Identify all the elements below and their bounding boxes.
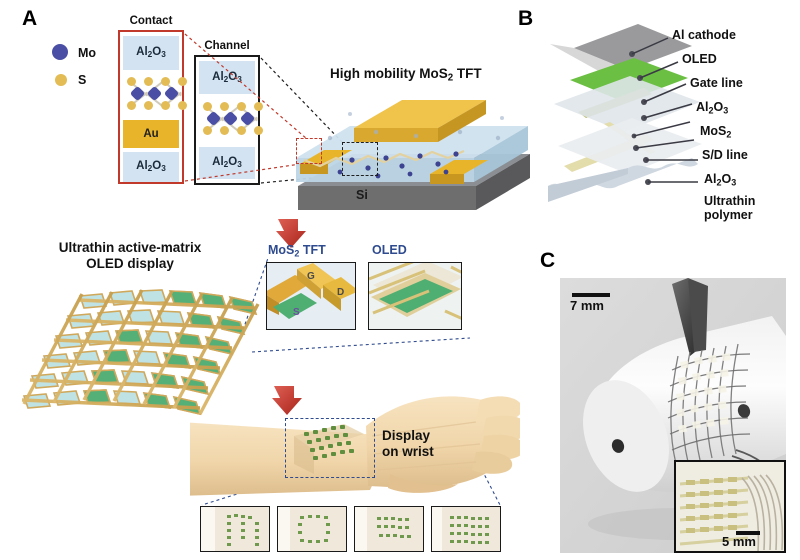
contact-stack-title: Contact: [129, 15, 173, 27]
contact-stack: Contact Al2O3: [118, 15, 187, 184]
channel-mos2-lattice: [199, 99, 263, 139]
red-arrow-down-1: [276, 219, 306, 248]
exploded-layer-stack: [548, 24, 702, 202]
red-arrow-down-2: [272, 386, 302, 415]
layer-label-al-cathode: Al cathode: [672, 28, 736, 42]
wrist-display-patch: [294, 424, 364, 474]
contact-region-highlight: [296, 138, 322, 164]
svg-text:G: G: [307, 271, 315, 282]
contact-layer-au: Au: [123, 120, 179, 148]
contact-layer-top-oxide: Al2O3: [123, 36, 179, 70]
panel-letter-b: B: [518, 7, 534, 30]
tft-3d-schematic: [296, 100, 530, 210]
scale-label-7mm: 7 mm: [570, 298, 604, 313]
panel-c-inset-photograph: [674, 460, 786, 553]
inset-mos2-tft: G S D: [266, 262, 356, 330]
svg-text:S: S: [293, 307, 300, 318]
display-title: Ultrathin active-matrix OLED display: [58, 240, 202, 271]
panel-c-photograph: [560, 278, 786, 553]
wrist-label: Display on wrist: [382, 428, 434, 459]
device-title: High mobility MoS2 TFT: [330, 66, 482, 84]
wrist-thumbnail-2: [277, 506, 347, 552]
layer-label-sd-line: S/D line: [702, 148, 748, 162]
inset-oled: [368, 262, 462, 330]
layer-label-oled: OLED: [682, 52, 717, 66]
flexible-display-mesh: [21, 289, 260, 416]
panel-letter-a: A: [22, 7, 38, 30]
layer-label-ultrathin-polymer: Ultrathin polymer: [704, 194, 756, 223]
channel-layer-bottom-oxide: Al2O3: [199, 147, 255, 179]
legend-label-s: S: [78, 73, 87, 87]
scale-bar-5mm: [736, 531, 760, 535]
panel-letter-c: C: [540, 249, 556, 272]
inset-caption-oled: OLED: [372, 243, 407, 257]
svg-text:D: D: [337, 287, 344, 298]
contact-au-label: Au: [143, 128, 159, 140]
layer-label-al2o3-bottom: Al2O3: [704, 172, 737, 188]
channel-stack-title: Channel: [204, 40, 250, 52]
substrate-label-si: Si: [356, 188, 368, 202]
layer-label-al2o3-top: Al2O3: [696, 100, 729, 116]
legend-dot-s: [55, 74, 67, 86]
layer-label-mos2: MoS2: [700, 124, 732, 140]
scale-label-5mm: 5 mm: [722, 534, 756, 549]
contact-mos2-lattice: [123, 74, 187, 114]
legend-label-mo: Mo: [78, 46, 97, 60]
channel-stack: Channel Al2O3 Al2O3: [194, 40, 263, 185]
channel-layer-top-oxide: Al2O3: [199, 61, 255, 94]
wrist-display-highlight: [285, 418, 375, 478]
wrist-thumbnail-1: [200, 506, 270, 552]
inset-caption-tft: MoS2 TFT: [268, 243, 326, 259]
wrist-thumbnail-4: [431, 506, 501, 552]
legend-dot-mo: [52, 44, 68, 60]
wrist-thumbnail-3: [354, 506, 424, 552]
contact-layer-bottom-oxide: Al2O3: [123, 152, 179, 182]
scale-bar-7mm: [572, 293, 610, 297]
channel-region-highlight: [342, 142, 378, 176]
layer-label-gate-line: Gate line: [690, 76, 743, 90]
